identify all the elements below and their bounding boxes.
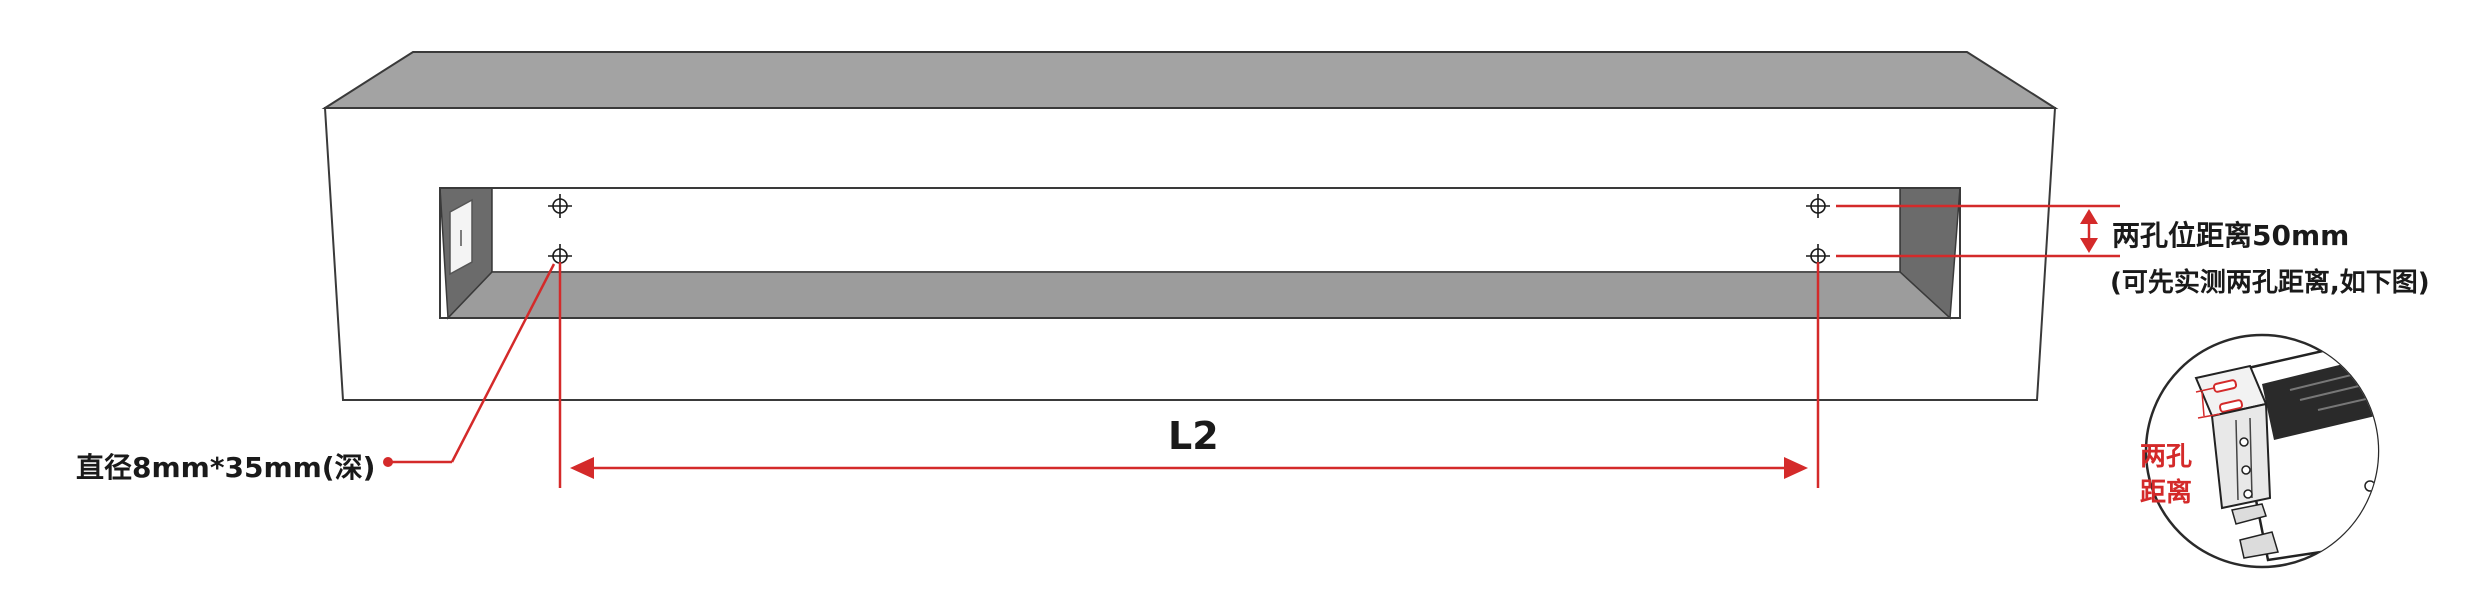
arrow-icon bbox=[570, 457, 594, 479]
hole-spec-label: 直径8mm*35mm(深) bbox=[76, 451, 376, 484]
arrow-icon bbox=[1784, 457, 1808, 479]
box-body bbox=[321, 51, 2059, 401]
measure-note-label: (可先实测两孔距离,如下图) bbox=[2110, 268, 2430, 298]
leader-dot bbox=[383, 457, 393, 467]
length-label: L2 bbox=[1168, 414, 1219, 458]
crosshair-icon bbox=[548, 194, 572, 218]
recess-back-wall bbox=[491, 187, 1901, 273]
dimension-lines bbox=[390, 204, 2120, 488]
box-top-face bbox=[321, 51, 2059, 109]
arrow-icon bbox=[2080, 238, 2098, 253]
recess-frame bbox=[439, 187, 1961, 319]
inset-label-line2: 距离 bbox=[2140, 478, 2193, 508]
hole-distance-label: 两孔位距离50mm bbox=[2112, 219, 2350, 252]
arrow-icon bbox=[2080, 209, 2098, 224]
inset-detail bbox=[2144, 333, 2380, 569]
inset-label-line1: 两孔 bbox=[2140, 442, 2193, 472]
recess-floor bbox=[446, 271, 1952, 319]
crosshair-icon bbox=[1806, 194, 1830, 218]
